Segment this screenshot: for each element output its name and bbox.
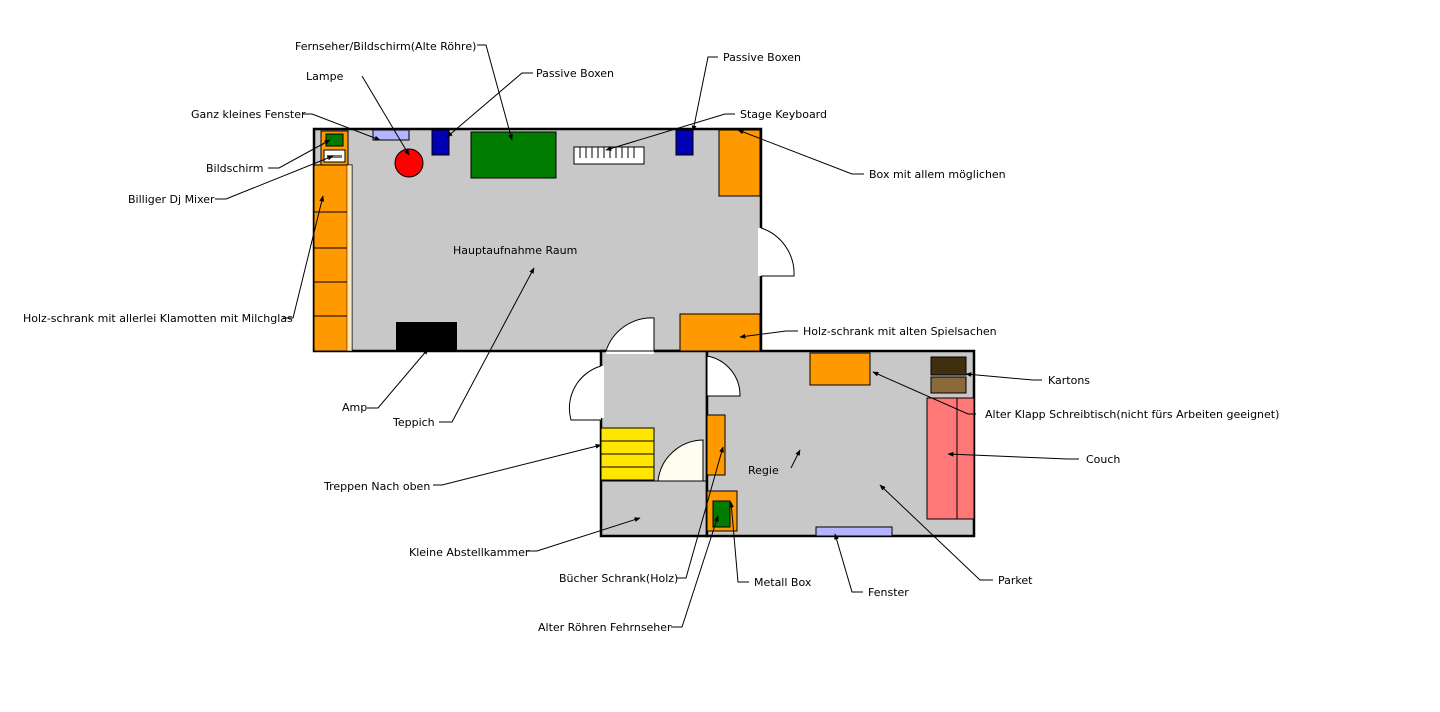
leader-holz-schrank-spielsachen [739,330,798,339]
door-swing-storage-left [568,365,602,421]
box-misc [718,129,761,197]
leader-alter-roehren [671,515,719,628]
label-dj-mixer: Billiger Dj Mixer [128,193,215,206]
label-kartons: Kartons [1048,374,1090,387]
door-swing-regie [706,355,741,397]
label-box-mit-allem: Box mit allem möglichen [869,168,1006,181]
label-bildschirm: Bildschirm [206,162,264,175]
label-passive-boxen-1: Passive Boxen [536,67,614,80]
lamp [394,148,424,178]
leader-buecher-schrank [677,446,724,579]
door-swing-main-right [760,227,795,277]
leader-parket [879,484,993,581]
label-parket: Parket [998,574,1033,587]
speaker-left [431,129,450,156]
leader-lampe [361,75,410,156]
label-treppen: Treppen Nach oben [323,480,430,493]
leader-kartons [965,372,1042,381]
carton-dark [930,356,967,376]
leader-passive-boxen-1 [446,72,533,138]
leader-fernseher [477,44,513,141]
label-holz-schrank-spielsachen: Holz-schrank mit alten Spielsachen [803,325,997,338]
wardrobe-clothes [313,164,353,352]
leader-lines [215,44,1079,628]
label-teppich: Teppich [392,416,435,429]
label-holz-schrank-klamotten: Holz-schrank mit allerlei Klamotten mit … [23,312,293,325]
label-ganz-kleines-fenster: Ganz kleines Fenster [191,108,306,121]
label-amp: Amp [342,401,367,414]
couch [926,397,975,520]
leader-alter-klapp [872,371,976,415]
leader-regie [790,449,801,469]
leader-treppen [433,443,602,486]
wardrobe-clothes-dividers [314,211,352,317]
leader-ganz-kleines-fenster [303,113,381,141]
room-label-main: Hauptaufnahme Raum [453,244,577,257]
label-fenster: Fenster [868,586,909,599]
leader-stage-keyboard [605,113,735,151]
label-metall-box: Metall Box [754,576,812,589]
door-swing-main-bottom [605,317,655,352]
leader-passive-boxen-2 [691,56,718,132]
carton-light [930,376,967,394]
label-alter-roehren: Alter Röhren Fehrnseher [538,621,672,634]
tv-old-tube [470,131,557,179]
label-kleine-abstellkammer: Kleine Abstellkammer [409,546,530,559]
leader-teppich [439,267,535,423]
label-couch: Couch [1086,453,1120,466]
monitor [325,133,344,147]
leader-amp [367,348,429,409]
leader-kleine-abstellkammer [526,517,641,552]
amp [396,322,457,350]
door-swing-storage [657,439,704,482]
label-buecher-schrank: Bücher Schrank(Holz) [559,572,678,585]
leader-holz-schrank-klamotten [283,195,325,319]
leader-metall-box [729,501,749,583]
leader-fenster [834,533,863,593]
stairs-steps [601,440,654,468]
room-label-regie: Regie [748,464,779,477]
wardrobe-toys [679,313,761,352]
dj-mixer-fader [327,155,342,158]
folding-desk [809,352,871,386]
speaker-right [675,129,694,156]
label-lampe: Lampe [306,70,344,83]
label-passive-boxen-2: Passive Boxen [723,51,801,64]
window [815,526,893,537]
label-fernseher: Fernseher/Bildschirm(Alte Röhre) [295,40,476,53]
label-alter-klapp: Alter Klapp Schreibtisch(nicht fürs Arbe… [985,408,1279,421]
bookshelf [706,414,726,476]
small-window [372,129,410,141]
milk-glass-strip [346,164,353,352]
label-stage-keyboard: Stage Keyboard [740,108,827,121]
leader-dj-mixer [215,155,334,200]
leader-bildschirm [268,139,331,169]
leader-couch [947,451,1079,460]
leader-box-mit-allem [737,129,864,175]
